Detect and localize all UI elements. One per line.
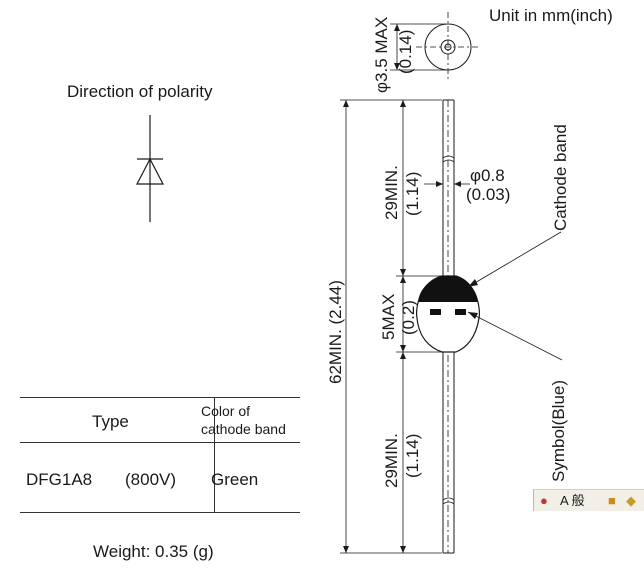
symbol-mark-right (455, 309, 466, 315)
lead-dia-inch-label: (0.03) (466, 185, 511, 204)
ime-toolbar[interactable]: ● A 般 ■ ◆ (533, 489, 644, 511)
lower-lead-length-label: 29MIN. (382, 433, 401, 488)
head-dia-arrow-bottom (394, 63, 400, 70)
body-length-inch-label: (0.2) (399, 300, 418, 335)
spec-table: Type Color of cathode band DFG1A8 (800V)… (20, 397, 300, 513)
lower-lead-dimension (400, 352, 406, 553)
end-view (390, 12, 480, 82)
ime-status-icon[interactable]: ● (540, 493, 548, 508)
diode-side-view (415, 99, 481, 554)
ime-tools-icon[interactable]: ◆ (626, 493, 636, 508)
symbol-callout: Symbol(Blue) (549, 379, 568, 482)
body-length-dimension (396, 276, 442, 353)
table-header-type: Type (92, 412, 129, 431)
polarity-diode-symbol (136, 115, 164, 222)
weight-label: Weight: 0.35 (g) (93, 542, 214, 561)
table-header-color-line2: cathode band (201, 421, 286, 437)
symbol-mark-left (430, 309, 441, 315)
head-dia-inch-label: (0.14) (396, 29, 415, 74)
upper-lead-length-label: 29MIN. (382, 165, 401, 220)
cathode-band-callout: Cathode band (551, 124, 570, 231)
upper-lead-dimension (396, 100, 442, 277)
overall-length-label: 62MIN. (2.44) (326, 280, 345, 384)
cathode-band (418, 276, 478, 302)
lower-lead-kink (442, 497, 455, 505)
ime-pad-icon[interactable]: ■ (608, 493, 616, 508)
unit-note: Unit in mm(inch) (489, 6, 613, 25)
lead-dia-label: φ0.8 (470, 166, 505, 185)
table-header-color-line1: Color of (201, 403, 251, 419)
symbol-leader-arrow (468, 312, 478, 319)
cathode-band-leader-arrow (468, 279, 478, 287)
cathode-band-leader (467, 231, 562, 288)
lower-lead-length-inch-label: (1.14) (403, 433, 422, 478)
overall-length-dimension (340, 99, 442, 554)
lead-dia-dimension (424, 181, 470, 187)
table-row-type: DFG1A8 (26, 470, 93, 489)
ime-mode-label[interactable]: A 般 (560, 493, 585, 508)
head-dia-arrow-top (394, 24, 400, 31)
body-length-label: 5MAX (379, 293, 398, 340)
table-row-color: Green (211, 470, 259, 489)
table-row-voltage: (800V) (125, 470, 177, 489)
symbol-leader (467, 311, 563, 361)
upper-lead-kink (442, 155, 455, 163)
head-dia-label: φ3.5 MAX (372, 16, 391, 93)
polarity-label: Direction of polarity (67, 82, 213, 101)
upper-lead-length-inch-label: (1.14) (403, 171, 422, 216)
